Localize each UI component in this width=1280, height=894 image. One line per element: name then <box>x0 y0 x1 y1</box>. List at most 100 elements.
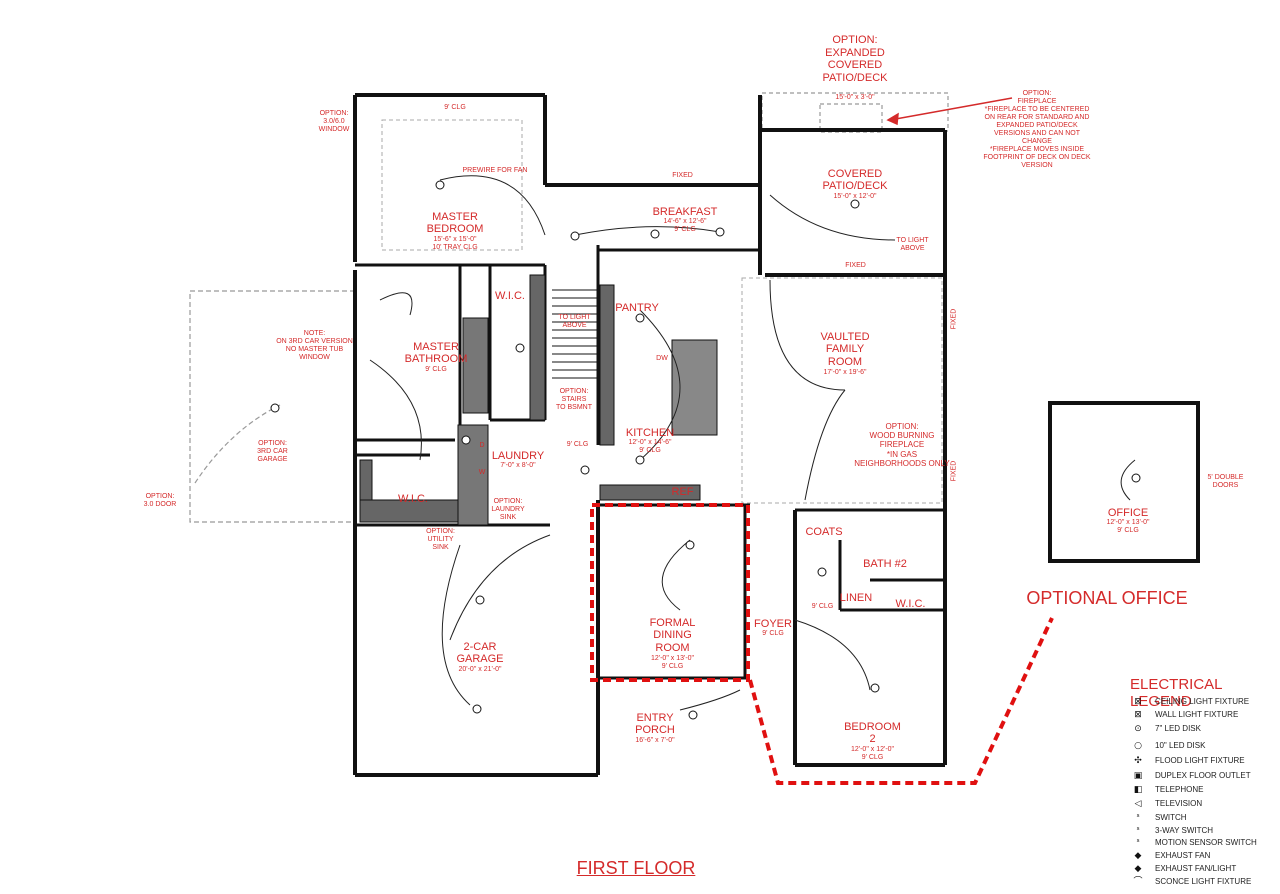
hall-ceiling-note: 9' CLG <box>811 603 834 610</box>
sconce-icon: ⌒ <box>1133 877 1143 887</box>
legend-title: ELECTRICAL LEGEND <box>1130 676 1222 710</box>
office-walls <box>1048 401 1200 563</box>
duplex-floor-icon: ▣ <box>1133 771 1143 781</box>
laundry-name: LAUNDRY <box>491 449 545 462</box>
stairs-option-note: OPTION: STAIRS TO BSMNT <box>555 388 593 412</box>
kitchen-label: KITCHEN 12'-0" x 14'-6" 9' CLG <box>620 414 680 468</box>
legend-item-telephone: TELEPHONE <box>1155 785 1204 794</box>
fixed-window-breakfast: FIXED <box>672 172 693 179</box>
stairs <box>552 289 598 379</box>
third-car-garage-option: OPTION: 3RD CAR GARAGE <box>257 440 288 464</box>
breakfast-name: BREAKFAST <box>652 205 718 218</box>
kitchen-dims: 12'-0" x 14'-6" 9' CLG <box>628 439 672 455</box>
legend-item-wall-light: WALL LIGHT FIXTURE <box>1155 710 1239 719</box>
family-room-name: VAULTED FAMILY ROOM <box>820 330 870 368</box>
wic-bottom-label: W.I.C. <box>398 493 428 505</box>
laundry-dims: 7'-0" x 8'-0" <box>500 462 536 470</box>
legend-item-television: TELEVISION <box>1155 799 1203 808</box>
flood-light-icon: ✣ <box>1134 756 1142 766</box>
third-car-note: NOTE: ON 3RD CAR VERSION NO MASTER TUB W… <box>276 330 353 362</box>
bath2-label: BATH #2 <box>863 558 907 570</box>
family-room-label: VAULTED FAMILY ROOM 17'-0" x 19'-6" <box>800 318 890 389</box>
third-car-garage-outline <box>189 290 355 523</box>
legend-item-exhaust-fan: EXHAUST FAN <box>1155 851 1211 860</box>
motion-switch-icon: ˢ <box>1136 838 1140 848</box>
kitchen-name: KITCHEN <box>625 426 675 439</box>
master-bedroom-label: MASTER BEDROOM 15'-6" x 15'-0" 10' TRAY … <box>405 198 505 265</box>
legend-item-ceiling-light: CEILING LIGHT FIXTURE <box>1155 697 1250 706</box>
office-dims: 12'-0" x 13'-0" 9' CLG <box>1106 519 1150 535</box>
wic-bedroom-label: W.I.C. <box>895 598 926 610</box>
expanded-patio-dims: 15'-0" x 3'-0" <box>835 94 875 101</box>
counters <box>359 274 718 526</box>
wic-top-label: W.I.C. <box>495 290 525 302</box>
dryer-label: D <box>479 442 485 449</box>
3way-switch-icon: ˢ <box>1136 826 1140 836</box>
led-7-icon: ⊙ <box>1134 724 1142 734</box>
office-name: OFFICE <box>1107 506 1149 519</box>
to-light-above-stairs: TO LIGHT ABOVE <box>558 314 591 330</box>
window-option-note: OPTION: 3.0/6.0 WINDOW <box>318 110 350 134</box>
legend-item-switch: SWITCH <box>1155 813 1187 822</box>
double-doors-note: 5' DOUBLE DOORS <box>1207 474 1244 490</box>
fixed-window-family: FIXED <box>845 262 866 269</box>
bedroom2-name: BEDROOM 2 <box>844 720 901 746</box>
door-option-note: OPTION: 3.0 DOOR <box>143 493 177 509</box>
electrical-wiring <box>369 175 1136 711</box>
ceiling-light-icon: ⊠ <box>1134 697 1142 707</box>
legend-item-motion-switch: MOTION SENSOR SWITCH <box>1155 838 1257 847</box>
light-fixtures <box>270 180 1141 720</box>
master-bedroom-name: MASTER BEDROOM <box>426 210 484 236</box>
breakfast-dims: 14'-6" x 12'-6" 9' CLG <box>663 218 707 234</box>
prewire-fan-note: PREWIRE FOR FAN <box>462 167 528 174</box>
garage-label: 2-CAR GARAGE 20'-0" x 21'-0" <box>430 628 530 687</box>
garage-dims: 20'-0" x 21'-0" <box>458 665 502 673</box>
legend-item-led-10: 10" LED DISK <box>1155 741 1206 750</box>
to-light-above-patio: TO LIGHT ABOVE <box>896 237 929 253</box>
fireplace-option-note: OPTION: FIREPLACE *FIREPLACE TO BE CENTE… <box>983 90 1091 170</box>
entry-porch-name: ENTRY PORCH <box>635 711 675 737</box>
covered-patio-dims: 15'-0" x 12'-0" <box>833 192 877 200</box>
foyer-name: FOYER <box>754 617 792 630</box>
dining-room-label: FORMAL DINING ROOM 12'-0" x 13'-0" 9' CL… <box>630 604 715 683</box>
fireplace-arrow <box>886 97 1013 126</box>
family-room-dims: 17'-0" x 19'-6" <box>823 368 867 376</box>
television-icon: ◁ <box>1134 799 1142 809</box>
entry-porch-label: ENTRY PORCH 16'-6" x 7'-0" <box>615 699 695 758</box>
covered-patio-label: COVERED PATIO/DECK 15'-0" x 12'-0" <box>800 155 910 214</box>
switch-icon: ˢ <box>1136 813 1140 823</box>
dining-room-name: FORMAL DINING ROOM <box>649 616 696 654</box>
wall-light-icon: ⊠ <box>1134 710 1142 720</box>
legend-item-led-7: 7" LED DISK <box>1155 724 1201 733</box>
coats-label: COATS <box>805 526 843 538</box>
legend-item-exhaust-fan-light: EXHAUST FAN/LIGHT <box>1155 864 1237 873</box>
fixed-window-right-top: FIXED <box>950 308 958 330</box>
wood-fireplace-note: OPTION: WOOD BURNING FIREPLACE *IN GAS N… <box>854 422 950 468</box>
telephone-icon: ◧ <box>1133 785 1143 795</box>
master-bath-label: MASTER BATHROOM 9' CLG <box>400 328 472 387</box>
pantry-label: PANTRY <box>615 302 659 314</box>
refrigerator-label: REF <box>671 486 694 498</box>
laundry-sink-note: OPTION: LAUNDRY SINK <box>491 498 525 522</box>
dishwasher-label: DW <box>656 355 668 362</box>
covered-patio-name: COVERED PATIO/DECK <box>822 167 888 193</box>
exhaust-fan-light-icon: ◆ <box>1134 864 1142 874</box>
exhaust-fan-icon: ◆ <box>1134 851 1142 861</box>
washer-label: W <box>478 469 486 476</box>
legend-item-sconce: SCONCE LIGHT FIXTURE <box>1155 877 1252 886</box>
office-label: OFFICE 12'-0" x 13'-0" 9' CLG <box>1093 494 1163 548</box>
foyer-ceiling: 9' CLG <box>762 630 784 638</box>
legend-item-flood-light: FLOOD LIGHT FIXTURE <box>1155 756 1245 765</box>
master-bath-dims: 9' CLG <box>425 365 447 373</box>
dining-room-dims: 12'-0" x 13'-0" 9' CLG <box>650 654 695 670</box>
legend-item-3way-switch: 3-WAY SWITCH <box>1155 826 1214 835</box>
first-floor-title: FIRST FLOOR <box>576 858 696 878</box>
foyer-label: FOYER 9' CLG <box>748 605 798 651</box>
utility-sink-note: OPTION: UTILITY SINK <box>426 528 455 552</box>
laundry-ceiling: 9' CLG <box>566 441 589 448</box>
linen-label: LINEN <box>839 592 873 604</box>
master-bedroom-ceiling: 9' CLG <box>444 104 466 111</box>
exterior-walls <box>353 93 947 777</box>
bedroom2-dims: 12'-0" x 12'-0" 9' CLG <box>850 745 895 761</box>
